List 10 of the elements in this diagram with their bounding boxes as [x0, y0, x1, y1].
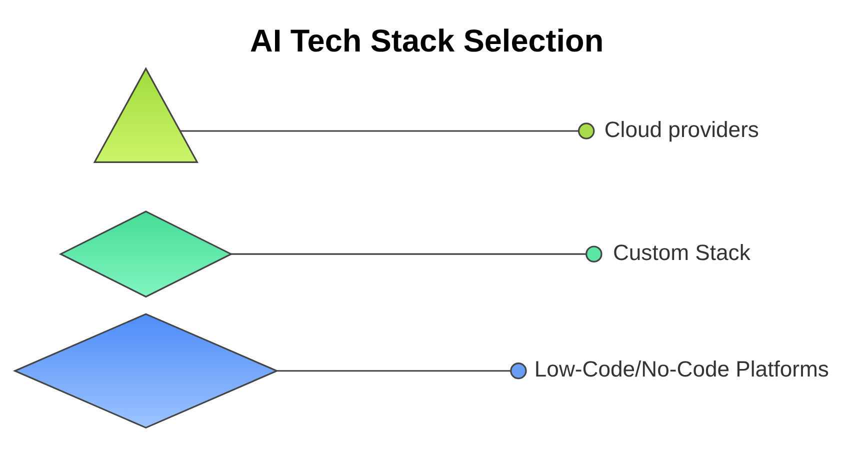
node-diamond: [12, 313, 279, 429]
node-triangle: [93, 67, 198, 163]
connector: [276, 362, 527, 380]
connector: [231, 246, 602, 262]
node-text: Low-Code/No-Code Platforms: [534, 356, 829, 382]
diagram-title: AI Tech Stack Selection: [250, 22, 604, 58]
node-text: Custom Stack: [612, 240, 750, 265]
node-diamond: [58, 210, 233, 298]
connector: [180, 122, 595, 140]
node-text: Cloud providers: [604, 116, 759, 142]
